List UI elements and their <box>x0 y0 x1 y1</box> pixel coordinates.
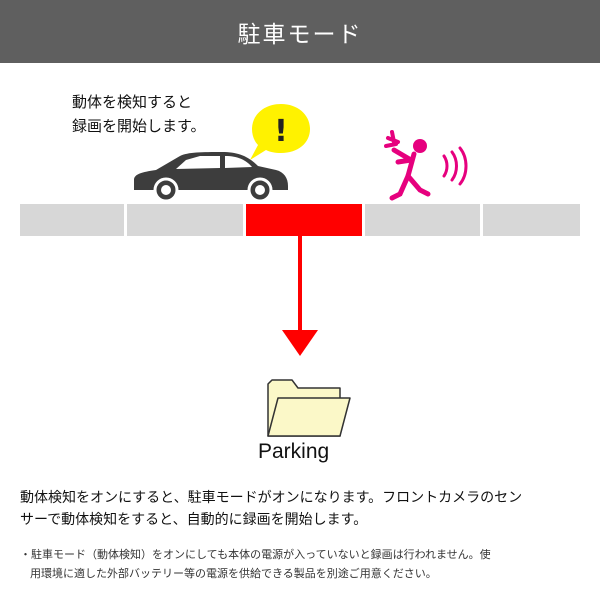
road-strip <box>20 204 580 236</box>
road-segment-detected <box>246 204 362 236</box>
detection-caption: 動体を検知すると 録画を開始します。 <box>72 90 272 138</box>
caption-line-1: 動体を検知すると <box>72 93 193 111</box>
road-segment <box>20 204 124 236</box>
alert-bubble-icon: ! <box>250 104 310 160</box>
road-segment <box>365 204 480 236</box>
arrow-down-icon <box>282 236 318 356</box>
alert-symbol: ! <box>274 114 288 149</box>
description-line-2: サーで動体検知をすると、自動的に録画を開始します。 <box>20 512 368 528</box>
footnote-text: ・駐車モード（動体検知）をオンにしても本体の電源が入っていないと録画は行われませ… <box>20 545 590 583</box>
intruder-person-icon <box>384 130 468 201</box>
road-segment <box>483 204 580 236</box>
description-line-1: 動体検知をオンにすると、駐車モードがオンになります。フロントカメラのセン <box>20 490 523 506</box>
footnote-line-2: 用環境に適した外部バッテリー等の電源を供給できる製品を別途ご用意ください。 <box>30 567 437 580</box>
folder-icon <box>267 379 351 437</box>
caption-line-2: 録画を開始します。 <box>72 117 206 135</box>
folder-label: Parking <box>258 440 330 463</box>
road-segment <box>127 204 243 236</box>
footnote-line-1: ・駐車モード（動体検知）をオンにしても本体の電源が入っていないと録画は行われませ… <box>20 548 491 561</box>
car-icon <box>134 152 288 202</box>
mode-title-bar: 駐車モード <box>0 0 600 63</box>
description-text: 動体検知をオンにすると、駐車モードがオンになります。フロントカメラのセン サーで… <box>20 487 590 531</box>
page-title: 駐車モード <box>237 21 363 48</box>
